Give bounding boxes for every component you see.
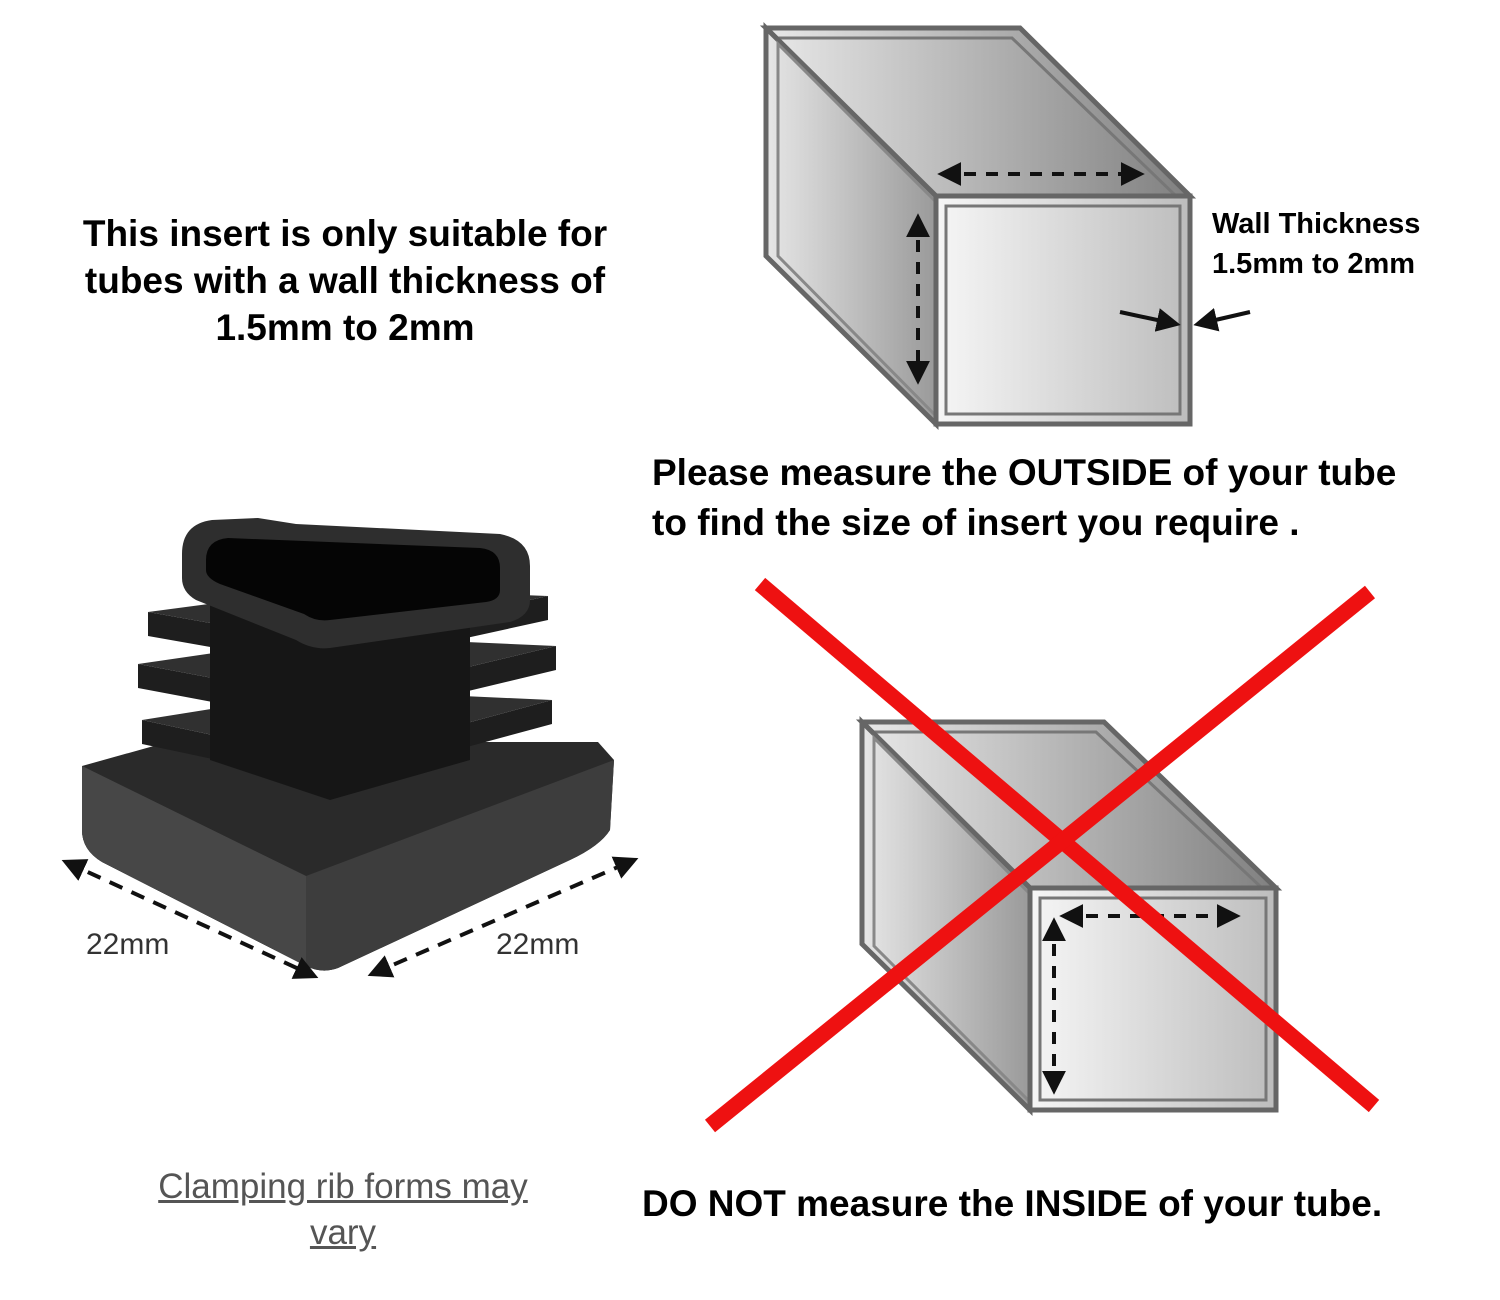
clamping-rib-line-1: Clamping rib forms may — [158, 1167, 528, 1206]
measure-outside-line-2: to find the size of insert you require . — [652, 502, 1300, 543]
measure-inside-warning: DO NOT measure the INSIDE of your tube. — [642, 1183, 1383, 1224]
insert-dimension-left-label: 22mm — [86, 928, 170, 961]
wall-thickness-label: Wall Thickness 1.5mm to 2mm — [1212, 204, 1420, 284]
measure-outside-instruction: Please measure the OUTSIDE of your tube … — [652, 448, 1396, 548]
wall-arrow-left — [1119, 308, 1181, 332]
measure-outside-line-1: Please measure the OUTSIDE of your tube — [652, 452, 1397, 493]
red-cross-icon — [704, 577, 1380, 1133]
wall-thickness-title: Wall Thickness — [1212, 208, 1421, 240]
insert-dimension-right-label: 22mm — [496, 928, 580, 961]
clamping-rib-line-2: vary — [309, 1213, 377, 1252]
suitability-line-2: tubes with a wall thickness of — [84, 260, 606, 301]
suitability-line-3: 1.5mm to 2mm — [215, 307, 475, 348]
tube-outside-illustration — [759, 22, 1251, 430]
clamping-rib-note: Clamping rib forms may vary — [120, 1164, 566, 1256]
wall-arrow-right — [1193, 307, 1251, 332]
wall-thickness-value: 1.5mm to 2mm — [1212, 248, 1416, 280]
suitability-note: This insert is only suitable for tubes w… — [40, 210, 650, 351]
insert-left-dimension-arrow — [61, 859, 319, 979]
tube-inside-illustration — [855, 716, 1283, 1116]
suitability-line-1: This insert is only suitable for — [82, 213, 608, 254]
